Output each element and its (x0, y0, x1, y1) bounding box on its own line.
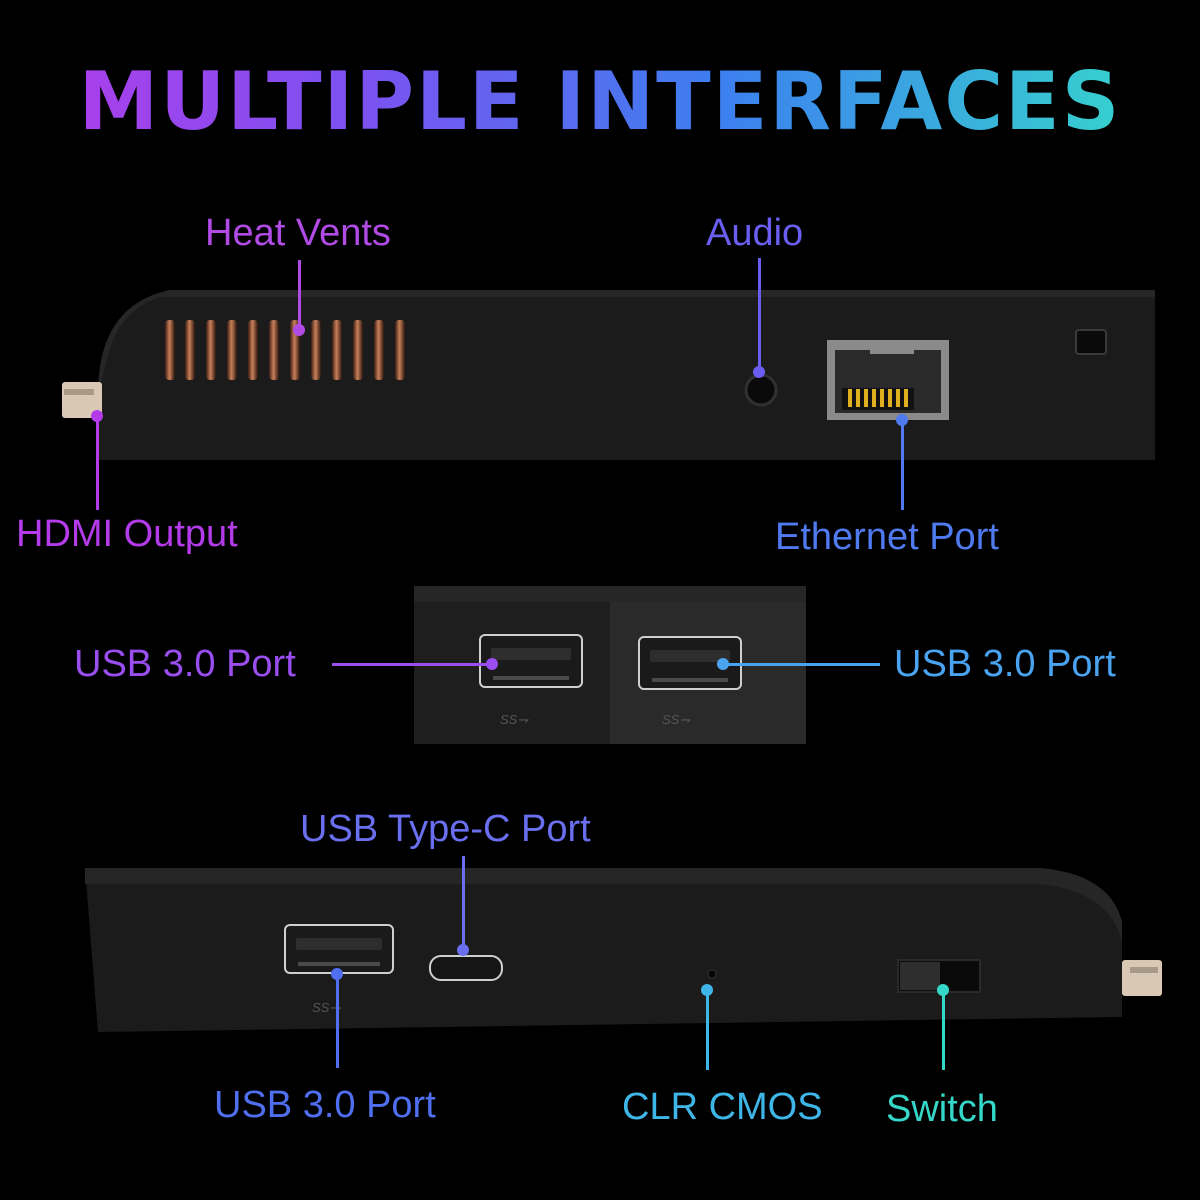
heat-vents-label: Heat Vents (205, 212, 391, 254)
usb-port-right[interactable] (638, 636, 742, 690)
ss-logo-icon: SS⇁ (312, 1000, 341, 1015)
hdmi-output-line (96, 418, 99, 510)
audio-line (758, 258, 761, 370)
usb-left-line (332, 663, 490, 666)
usb-type-c-port[interactable] (429, 955, 503, 981)
usb-right-line (722, 663, 880, 666)
hdmi-output-dot (91, 410, 103, 422)
usb-left-dot (486, 658, 498, 670)
indicator-square (1075, 329, 1107, 355)
usb-port-bottom[interactable] (284, 924, 394, 974)
mini-pc-side-top (62, 290, 1155, 460)
ss-logo-icon: SS⇁ (500, 712, 529, 727)
switch-label: Switch (886, 1088, 998, 1130)
switch-line (942, 992, 945, 1070)
ethernet-port-line (901, 424, 904, 510)
clr-cmos-label: CLR CMOS (622, 1086, 823, 1128)
heat-vents-dot (293, 324, 305, 336)
usb-left-label: USB 3.0 Port (74, 643, 296, 685)
usb-type-c-label: USB Type-C Port (300, 808, 591, 850)
ss-logo-icon: SS⇁ (662, 712, 691, 727)
hdmi-output-label: HDMI Output (16, 513, 238, 555)
usb-bottom-dot (331, 968, 343, 980)
audio-label: Audio (706, 212, 804, 254)
audio-dot (753, 366, 765, 378)
hdmi-connector (1122, 960, 1162, 996)
mini-pc-side-bottom (85, 868, 1162, 1032)
usb-bottom-label: USB 3.0 Port (214, 1084, 436, 1126)
clr-cmos-dot (701, 984, 713, 996)
audio-jack (744, 373, 778, 407)
heat-vents-line (298, 260, 301, 330)
switch-dot (937, 984, 949, 996)
usb-right-label: USB 3.0 Port (894, 643, 1116, 685)
clr-cmos-line (706, 992, 709, 1070)
usb-bottom-line (336, 978, 339, 1068)
usb-type-c-line (462, 856, 465, 948)
usb-port-left[interactable] (479, 634, 583, 688)
page-title: MULTIPLE INTERFACES (0, 62, 1200, 142)
clr-cmos-pinhole (707, 969, 717, 979)
usb-type-c-dot (457, 944, 469, 956)
ethernet-port-label: Ethernet Port (775, 516, 999, 558)
usb-right-dot (717, 658, 729, 670)
ethernet-port-dot (896, 414, 908, 426)
